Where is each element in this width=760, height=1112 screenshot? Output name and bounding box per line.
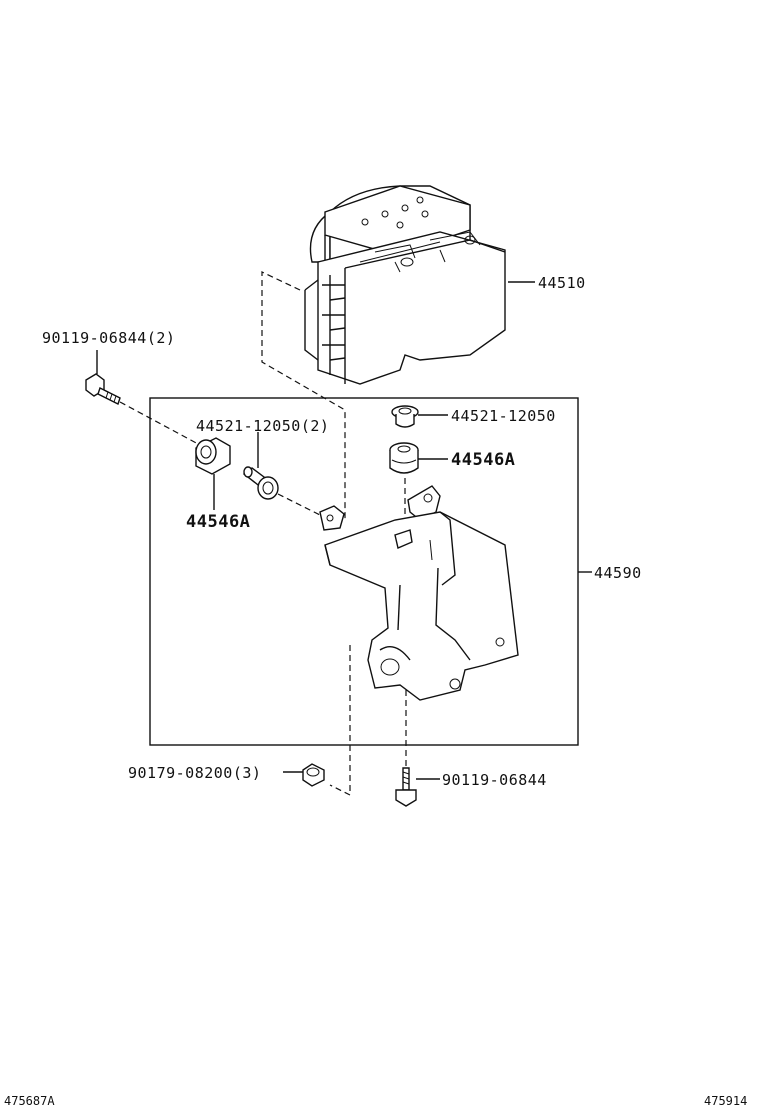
label-actuator: 44510 [538, 274, 586, 292]
bracket-part[interactable] [319, 485, 519, 701]
label-bolt-bottom: 90119-06844 [442, 771, 547, 789]
abs-actuator-part[interactable] [304, 185, 506, 385]
label-cushion-left: 44546A [186, 512, 250, 532]
label-cushion-top: 44546A [451, 450, 515, 470]
nut-part[interactable] [302, 763, 325, 787]
cushion-left-part[interactable] [195, 437, 231, 475]
grommet-left-part[interactable] [242, 466, 279, 500]
cushion-top-part[interactable] [389, 442, 419, 474]
label-grommet-top: 44521-12050 [451, 407, 556, 425]
diagram-code-right: 475914 [704, 1094, 747, 1108]
label-bracket: 44590 [594, 564, 642, 582]
grommet-top-part[interactable] [391, 405, 419, 428]
label-nut: 90179-08200(3) [128, 764, 261, 782]
bolt-bottom-part[interactable] [395, 767, 417, 807]
bolt-left-part[interactable] [85, 373, 121, 405]
label-bolt-left: 90119-06844(2) [42, 329, 175, 347]
diagram-code-left: 475687A [4, 1094, 55, 1108]
label-grommet-left: 44521-12050(2) [196, 417, 329, 435]
